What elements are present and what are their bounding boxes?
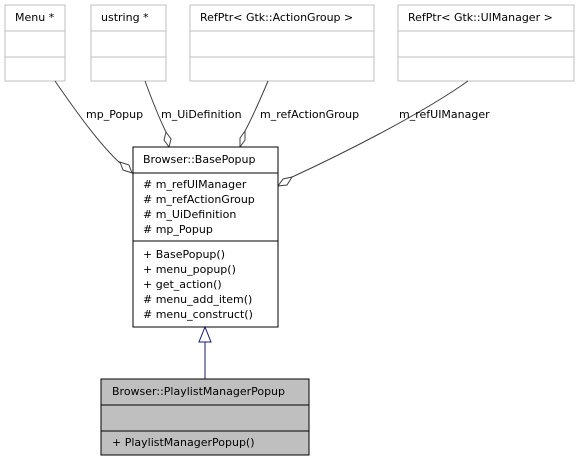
edge-ref-action-group-diamond bbox=[239, 129, 246, 149]
edge-ref-action-group bbox=[244, 80, 269, 132]
class-base-popup[interactable]: Browser::BasePopup # m_refUIManager # m_… bbox=[132, 146, 279, 328]
class-menu-title: Menu * bbox=[15, 11, 55, 24]
class-playlist-manager-popup[interactable]: Browser::PlaylistManagerPopup + Playlist… bbox=[100, 378, 310, 456]
class-base-popup-title: Browser::BasePopup bbox=[143, 153, 256, 166]
method-base-popup: + BasePopup() bbox=[143, 248, 225, 261]
method-menu-add-item: # menu_add_item() bbox=[143, 293, 252, 306]
edge-ref-ui-manager-diamond bbox=[276, 176, 294, 187]
attribute-mp-popup: # mp_Popup bbox=[143, 223, 213, 236]
class-ustring-box bbox=[90, 4, 167, 82]
attribute-ref-ui-manager: # m_refUIManager bbox=[143, 178, 247, 191]
edge-ref-ui-manager bbox=[289, 80, 469, 179]
method-playlist-manager-popup: + PlaylistManagerPopup() bbox=[112, 436, 255, 449]
class-playlist-manager-popup-box bbox=[100, 378, 310, 456]
class-ustring[interactable]: ustring * bbox=[90, 4, 167, 82]
attribute-ui-definition: # m_UiDefinition bbox=[143, 208, 236, 221]
edge-mp-popup-label: mp_Popup bbox=[86, 108, 143, 121]
method-menu-construct: # menu_construct() bbox=[143, 308, 253, 321]
method-get-action: + get_action() bbox=[143, 278, 222, 291]
edge-mp-popup bbox=[54, 80, 121, 164]
edge-ui-definition bbox=[144, 80, 167, 133]
edge-ref-action-group-label: m_refActionGroup bbox=[260, 108, 359, 121]
class-refptr-action-group[interactable]: RefPtr< Gtk::ActionGroup > bbox=[189, 4, 375, 82]
class-refptr-action-group-box bbox=[189, 4, 375, 82]
class-refptr-ui-manager-box bbox=[397, 4, 575, 82]
class-playlist-manager-popup-title: Browser::PlaylistManagerPopup bbox=[112, 385, 285, 398]
class-ustring-title: ustring * bbox=[101, 11, 149, 24]
class-base-popup-box bbox=[132, 146, 279, 328]
method-menu-popup: + menu_popup() bbox=[143, 263, 236, 276]
edge-inheritance-arrow bbox=[198, 325, 212, 343]
attribute-ref-action-group: # m_refActionGroup bbox=[143, 193, 255, 206]
class-refptr-action-group-title: RefPtr< Gtk::ActionGroup > bbox=[200, 11, 353, 24]
edge-ref-ui-manager-label: m_refUIManager bbox=[399, 108, 490, 121]
class-refptr-ui-manager[interactable]: RefPtr< Gtk::UIManager > bbox=[397, 4, 575, 82]
edge-ui-definition-diamond bbox=[163, 130, 172, 149]
edge-mp-popup-diamond bbox=[119, 161, 133, 174]
class-menu-box bbox=[4, 4, 66, 82]
class-menu[interactable]: Menu * bbox=[4, 4, 66, 82]
edge-ui-definition-label: m_UiDefinition bbox=[161, 108, 242, 121]
class-refptr-ui-manager-title: RefPtr< Gtk::UIManager > bbox=[408, 11, 553, 24]
